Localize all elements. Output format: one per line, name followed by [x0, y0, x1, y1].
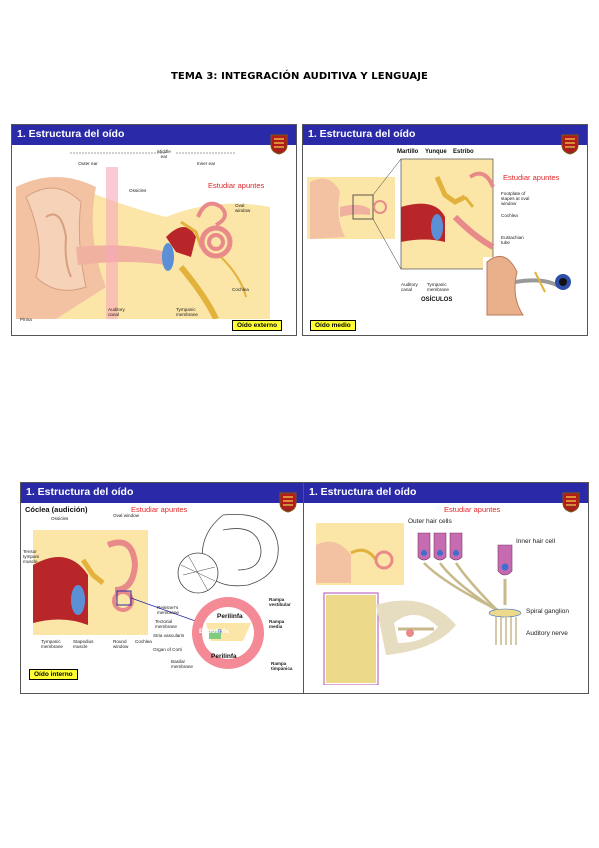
study-notes: Estudiar apuntes [503, 173, 560, 182]
label-inner-hair-cell: Inner hair cell [516, 538, 556, 545]
slide-hair-cells: 1. Estructura del oído ▪▪▪▪▪▪▪▪▪▪▪▪ [303, 482, 589, 694]
slide-title: 1. Estructura del oído [26, 486, 134, 498]
label-auditory-canal: Auditory canal [108, 307, 125, 317]
study-notes: Estudiar apuntes [208, 181, 265, 190]
label-spiral-ganglion: Spiral ganglion [526, 608, 570, 615]
crest-caption: ▪▪▪▪▪▪▪▪▪▪▪▪ [284, 504, 292, 512]
section-tag: Oído interno [29, 669, 78, 680]
label-oval-window: Oval window [113, 513, 140, 518]
label-rampa-vestibular: Rampa vestibular [269, 597, 291, 607]
label-perilinfa-top: Perilinfa [217, 613, 243, 620]
label-perilinfa-bottom: Perilinfa [211, 653, 237, 660]
label-footplate: Footplate of stapes at oval window [501, 191, 530, 206]
crest-caption: ▪▪▪▪▪▪▪▪▪▪▪▪ [566, 146, 574, 154]
university-crest-icon [270, 134, 288, 155]
study-notes: Estudiar apuntes [444, 505, 501, 514]
label-oval-window: Oval window [235, 203, 251, 213]
slide-header: 1. Estructura del oído [303, 125, 587, 145]
label-rampa-media: Rampa media [269, 619, 285, 629]
label-estribo: Estribo [453, 149, 474, 155]
label-tympanic-membrane: Tympanic membrane [41, 639, 63, 649]
label-tensor: Tensor tympani muscle [23, 549, 40, 564]
slide-inner-ear: 1. Estructura del oído ▪▪▪▪▪▪▪▪▪▪▪▪ Cócl… [20, 482, 306, 694]
page-title: TEMA 3: INTEGRACIÓN AUDITIVA Y LENGUAJE [171, 71, 428, 82]
label-basilar: Basilar membrane [171, 659, 193, 669]
cochlea-heading: Cóclea (audición) [25, 505, 88, 514]
slide-middle-ear: 1. Estructura del oído ▪▪▪▪▪▪▪▪▪▪▪▪ Mart… [302, 124, 588, 336]
label-ossicles: Ossicles [129, 188, 147, 193]
section-tag: Oído medio [310, 320, 356, 331]
outer-ear-figure [16, 152, 270, 319]
inner-ear-figure [33, 513, 279, 669]
label-ossicles: Ossicles [51, 516, 69, 521]
label-martillo: Martillo [397, 149, 419, 155]
study-notes: Estudiar apuntes [131, 505, 188, 514]
label-yunque: Yunque [425, 149, 447, 155]
label-tympanic-membrane: Tympanic membrane [427, 282, 449, 292]
label-reissner: Reissner's membrane [157, 605, 179, 615]
label-stapedius: Stapedius muscle [73, 639, 94, 649]
label-osiculos: OSÍCULOS [421, 297, 453, 303]
label-stria: Stria vascularis [153, 633, 185, 638]
crest-caption: ▪▪▪▪▪▪▪▪▪▪▪▪ [275, 146, 283, 154]
label-middle-ear: Middle ear [157, 149, 171, 159]
label-cochlea: Cochlea [501, 213, 518, 218]
middle-ear-figure [307, 158, 585, 316]
hair-cells-figure [316, 523, 522, 685]
slide-header: 1. Estructura del oído [12, 125, 296, 145]
label-cochlea: Cochlea [135, 639, 152, 644]
crest-caption: ▪▪▪▪▪▪▪▪▪▪▪▪ [567, 504, 575, 512]
label-pinna: Pinna [20, 317, 32, 322]
label-round-window: Round window [113, 639, 129, 649]
university-crest-icon [279, 492, 297, 513]
slide-outer-ear: 1. Estructura del oído ▪▪▪▪▪▪▪▪▪▪▪▪ Oute… [11, 124, 297, 336]
slide-title: 1. Estructura del oído [309, 486, 417, 498]
section-tag: Oído externo [232, 320, 283, 331]
label-outer-ear: Outer ear [78, 161, 98, 166]
label-rampa-timpanica: Rampa timpánica [271, 661, 293, 671]
label-outer-hair-cells: Outer hair cells [408, 518, 452, 525]
label-tympanic-membrane: Tympanic membrane [176, 307, 198, 317]
slide-title: 1. Estructura del oído [308, 128, 416, 140]
label-inner-ear: Inner ear [196, 161, 216, 166]
label-tectorial: Tectorial membrane [155, 619, 177, 629]
university-crest-icon [562, 492, 580, 513]
label-eustachian: Eustachian tube [501, 235, 524, 245]
slide-title: 1. Estructura del oído [17, 128, 125, 140]
university-crest-icon [561, 134, 579, 155]
label-auditory-canal: Auditory canal [401, 282, 418, 292]
label-auditory-nerve: Auditory nerve [526, 630, 568, 637]
label-cochlea: Cochlea [232, 287, 249, 292]
slide-header: 1. Estructura del oído [304, 483, 588, 503]
label-organ-corti: Organ of Corti [153, 647, 182, 652]
label-endolinfa: Endolinfa [199, 628, 229, 635]
slide-header: 1. Estructura del oído [21, 483, 305, 503]
